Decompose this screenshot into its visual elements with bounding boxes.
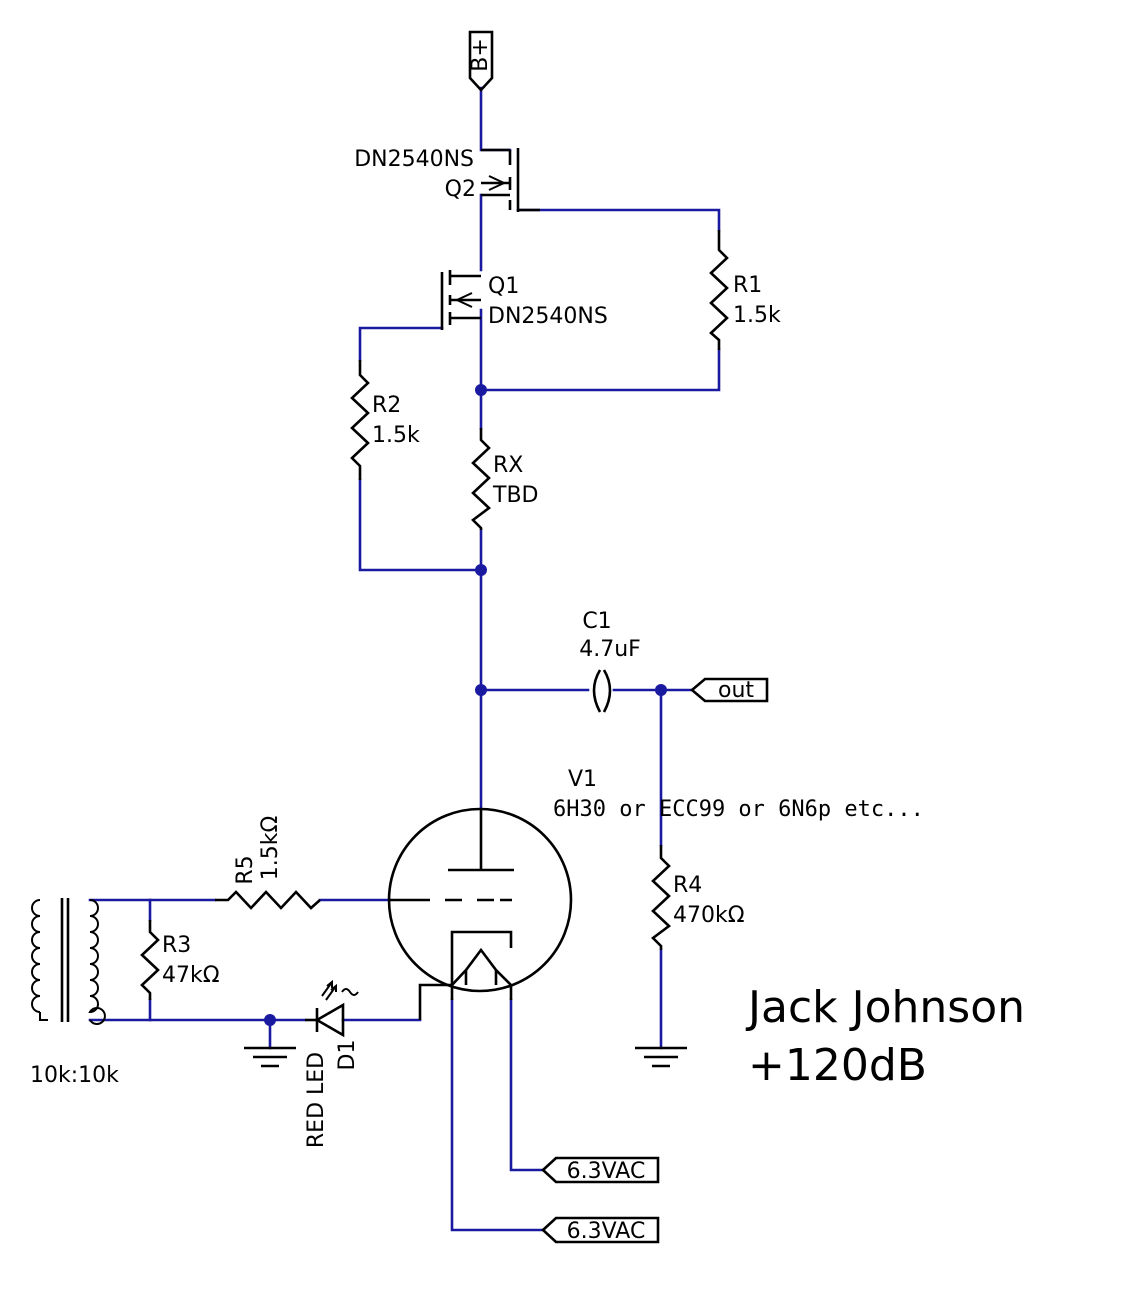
rx-value: TBD	[492, 483, 538, 508]
v1-ref: V1	[568, 767, 597, 792]
r5-ref: R5	[233, 855, 258, 884]
c1-ref: C1	[582, 609, 611, 634]
t1-value: 10k:10k	[30, 1063, 119, 1088]
resistor-r4: R4 470kΩ	[651, 845, 745, 950]
wire-heater-2	[450, 998, 545, 1232]
r1-ref: R1	[733, 273, 762, 298]
junction-dot	[475, 564, 487, 576]
q2-ref: Q2	[445, 177, 476, 202]
r3-ref: R3	[162, 933, 191, 958]
r4-ref: R4	[673, 873, 702, 898]
led-d1: D1 RED LED	[304, 979, 360, 1148]
r5-value: 1.5kΩ	[258, 816, 283, 881]
junction-dot	[475, 684, 487, 696]
port-out-label: out	[718, 678, 754, 703]
port-heater-1-label: 6.3VAC	[567, 1159, 646, 1184]
wires	[88, 86, 721, 1232]
resistor-r5: R5 1.5kΩ	[215, 816, 321, 910]
resistor-r1: R1 1.5k	[709, 230, 781, 350]
capacitor-c1: C1 4.7uF	[579, 609, 641, 713]
r3-value: 47kΩ	[162, 963, 220, 988]
title-line-1: Jack Johnson	[745, 982, 1025, 1033]
ground-symbol	[635, 1046, 687, 1068]
d1-ref: D1	[335, 1040, 360, 1071]
v1-value: 6H30 or ECC99 or 6N6p etc...	[553, 797, 924, 822]
resistor-rx: RX TBD	[471, 428, 538, 530]
wire-q1-r2	[358, 326, 444, 362]
r4-value: 470kΩ	[673, 903, 745, 928]
port-heater-2-label: 6.3VAC	[567, 1219, 646, 1244]
wire-bplus-q2	[479, 86, 512, 152]
mosfet-q2: DN2540NS Q2	[354, 147, 540, 212]
junction-dot	[475, 384, 487, 396]
wire-heater-1	[509, 998, 545, 1172]
ground-symbol	[244, 1046, 296, 1068]
port-bplus: B+	[468, 30, 494, 92]
wire-r1-node	[479, 348, 721, 392]
q2-value: DN2540NS	[354, 147, 474, 172]
junctions	[264, 384, 667, 1026]
triode-v1: V1 6H30 or ECC99 or 6N6p etc...	[387, 767, 924, 1020]
title-line-2: +120dB	[748, 1040, 927, 1091]
rx-ref: RX	[493, 453, 523, 478]
port-heater-1: 6.3VAC	[541, 1156, 660, 1184]
mosfet-q1: Q1 DN2540NS	[440, 270, 608, 330]
input-transformer: 10k:10k	[30, 898, 119, 1088]
resistor-r2: R2 1.5k	[350, 360, 420, 480]
port-out: out	[689, 677, 769, 703]
junction-dot	[655, 684, 667, 696]
r2-ref: R2	[372, 393, 401, 418]
resistor-r3: R3 47kΩ	[140, 920, 220, 1000]
r1-value: 1.5k	[733, 303, 781, 328]
junction-dot	[264, 1014, 276, 1026]
port-bplus-label: B+	[468, 38, 493, 72]
port-heater-2: 6.3VAC	[541, 1216, 660, 1244]
q1-ref: Q1	[488, 274, 519, 299]
q1-value: DN2540NS	[488, 304, 608, 329]
wire-r2-node	[358, 478, 483, 572]
r2-value: 1.5k	[372, 423, 420, 448]
title-block: Jack Johnson +120dB	[745, 982, 1025, 1091]
d1-value: RED LED	[304, 1052, 329, 1148]
c1-value: 4.7uF	[579, 637, 641, 662]
wire-q2-r1	[516, 208, 721, 232]
